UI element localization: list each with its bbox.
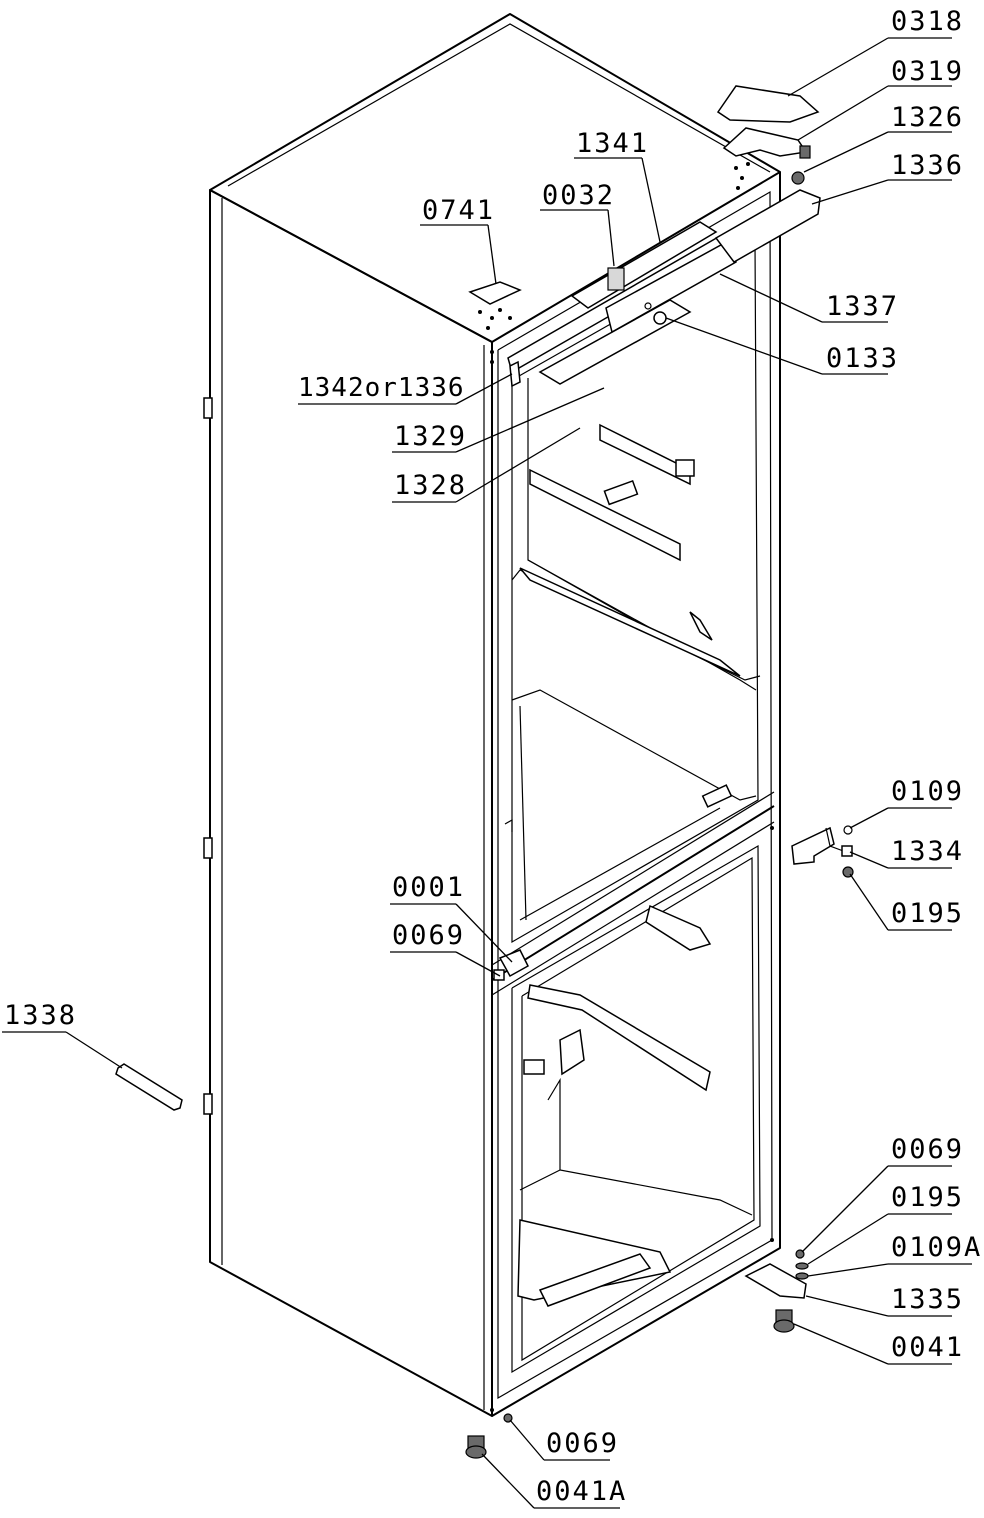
label-0195: 0195 xyxy=(891,898,964,929)
label-1328: 1328 xyxy=(394,470,467,501)
hinge-cover xyxy=(716,85,820,123)
label-1334: 1334 xyxy=(891,836,964,867)
adjustable-foot-front xyxy=(465,1435,487,1459)
label-1336: 1336 xyxy=(891,150,964,181)
part-labels: 0318 0319 1326 1336 1341 0032 0741 1337 … xyxy=(4,6,982,1507)
label-0069-right: 0069 xyxy=(891,1134,964,1165)
freezer-liner xyxy=(511,844,761,1374)
label-1342or1336: 1342or1336 xyxy=(298,373,465,403)
cabinet-body xyxy=(203,13,781,1417)
handle-strip xyxy=(115,1063,183,1111)
adjustable-foot xyxy=(773,1309,795,1333)
label-0319: 0319 xyxy=(891,56,964,87)
label-1335: 1335 xyxy=(891,1284,964,1315)
label-0069-upper: 0069 xyxy=(392,920,465,951)
label-1329: 1329 xyxy=(394,421,467,452)
middle-hinge xyxy=(791,826,835,865)
top-cover-plate xyxy=(468,281,522,305)
label-0133: 0133 xyxy=(826,343,899,374)
label-0041A: 0041A xyxy=(536,1476,627,1507)
label-1337: 1337 xyxy=(826,291,899,322)
nut xyxy=(791,171,805,185)
bottom-hinge xyxy=(744,1263,807,1299)
label-0109A: 0109A xyxy=(891,1232,982,1263)
label-0109: 0109 xyxy=(891,776,964,807)
label-1338: 1338 xyxy=(4,1000,77,1031)
label-0032: 0032 xyxy=(542,180,615,211)
top-strip xyxy=(714,189,821,263)
label-0195-lower: 0195 xyxy=(891,1182,964,1213)
label-0318: 0318 xyxy=(891,6,964,37)
top-hinge xyxy=(722,127,808,157)
label-1326: 1326 xyxy=(891,102,964,133)
label-0741: 0741 xyxy=(422,195,495,226)
leader-lines xyxy=(2,37,972,1509)
label-1341: 1341 xyxy=(576,128,649,159)
label-0001: 0001 xyxy=(392,872,465,903)
label-0041: 0041 xyxy=(891,1332,964,1363)
label-0069-bottom: 0069 xyxy=(546,1428,619,1459)
